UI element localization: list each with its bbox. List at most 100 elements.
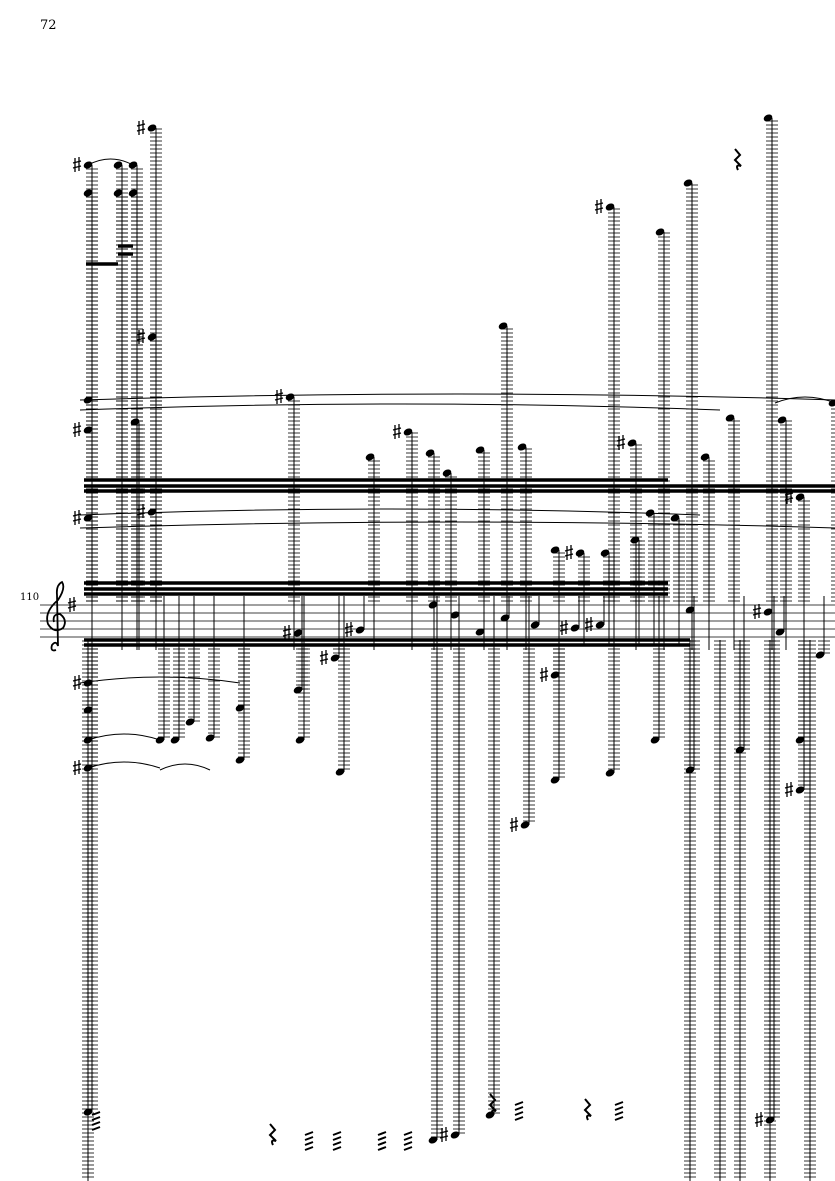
tremolo-mark — [514, 1116, 524, 1121]
note-head — [627, 439, 637, 447]
note-head — [475, 446, 485, 454]
note-head — [355, 626, 365, 634]
sharp-icon — [72, 760, 82, 775]
tremolo-mark — [332, 1136, 342, 1141]
slur — [774, 396, 835, 404]
sharp-icon — [752, 604, 762, 619]
note-head — [735, 746, 745, 754]
note-head — [630, 536, 640, 544]
sharp-icon — [136, 504, 146, 519]
note-head — [293, 629, 303, 637]
note-head — [500, 614, 510, 622]
note-head — [295, 736, 305, 744]
beams — [84, 244, 835, 647]
note-head — [517, 443, 527, 451]
tremolo-mark — [614, 1106, 624, 1111]
tremolo-mark — [403, 1136, 413, 1141]
tremolo-mark — [514, 1106, 524, 1111]
note-head — [575, 549, 585, 557]
sharp-icon — [594, 199, 604, 214]
note-head — [725, 414, 735, 422]
tremolo-mark — [377, 1146, 387, 1151]
tremolo-mark — [91, 1116, 101, 1121]
key-signature-sharp-icon — [67, 597, 77, 612]
note-head — [113, 189, 123, 197]
tremolo-mark — [332, 1131, 342, 1136]
slur — [87, 733, 161, 741]
note-head — [530, 621, 540, 629]
note-head — [765, 1116, 775, 1124]
note-head — [130, 418, 140, 426]
note-head — [498, 322, 508, 330]
sharp-icon — [754, 1112, 764, 1127]
sharp-icon — [282, 625, 292, 640]
quarter-rest-icon — [583, 1098, 592, 1121]
note-head — [595, 621, 605, 629]
slur — [159, 763, 211, 771]
note-head — [83, 1108, 93, 1116]
note-head — [685, 766, 695, 774]
sharp-icon — [584, 617, 594, 632]
note-head — [147, 124, 157, 132]
tremolo-mark — [377, 1141, 387, 1146]
note-head — [83, 189, 93, 197]
note-head — [550, 546, 560, 554]
note-head — [83, 514, 93, 522]
note-heads — [72, 114, 835, 1144]
note-head — [147, 333, 157, 341]
note-head — [365, 453, 375, 461]
note-head — [293, 686, 303, 694]
sharp-icon — [274, 389, 284, 404]
note-head — [795, 493, 805, 501]
slurs — [79, 158, 835, 771]
measure-number: 110 — [20, 592, 40, 603]
sharp-icon — [72, 422, 82, 437]
tremolo-mark — [304, 1131, 314, 1136]
note-head — [205, 734, 215, 742]
sharp-icon — [784, 782, 794, 797]
note-head — [683, 179, 693, 187]
note-head — [550, 776, 560, 784]
note-head — [685, 606, 695, 614]
note-head — [605, 769, 615, 777]
sharp-icon — [72, 157, 82, 172]
slur — [79, 403, 721, 411]
note-head — [83, 426, 93, 434]
sharp-icon — [72, 675, 82, 690]
sharp-icon — [564, 545, 574, 560]
note-head — [147, 508, 157, 516]
note-head — [450, 611, 460, 619]
sharp-icon — [509, 817, 519, 832]
note-head — [795, 736, 805, 744]
note-head — [775, 628, 785, 636]
sharp-icon — [67, 597, 77, 612]
tremolo-mark — [304, 1146, 314, 1151]
note-head — [428, 601, 438, 609]
note-head — [763, 114, 773, 122]
slur — [87, 761, 161, 769]
note-head — [403, 428, 413, 436]
tremolo-mark — [332, 1146, 342, 1151]
rests — [91, 148, 742, 1151]
note-head — [670, 514, 680, 522]
tremolo-mark — [614, 1111, 624, 1116]
sharp-icon — [136, 120, 146, 135]
note-head — [425, 449, 435, 457]
stems — [87, 118, 825, 1181]
note-head — [185, 718, 195, 726]
note-head — [550, 671, 560, 679]
tremolo-mark — [377, 1136, 387, 1141]
note-head — [570, 624, 580, 632]
quarter-rest-icon — [488, 1093, 497, 1116]
note-head — [235, 704, 245, 712]
note-head — [763, 608, 773, 616]
note-head — [605, 203, 615, 211]
note-head — [428, 1136, 438, 1144]
note-head — [330, 654, 340, 662]
sharp-icon — [392, 424, 402, 439]
slur — [87, 158, 134, 166]
note-head — [600, 549, 610, 557]
tremolo-mark — [332, 1141, 342, 1146]
slur — [79, 393, 835, 401]
